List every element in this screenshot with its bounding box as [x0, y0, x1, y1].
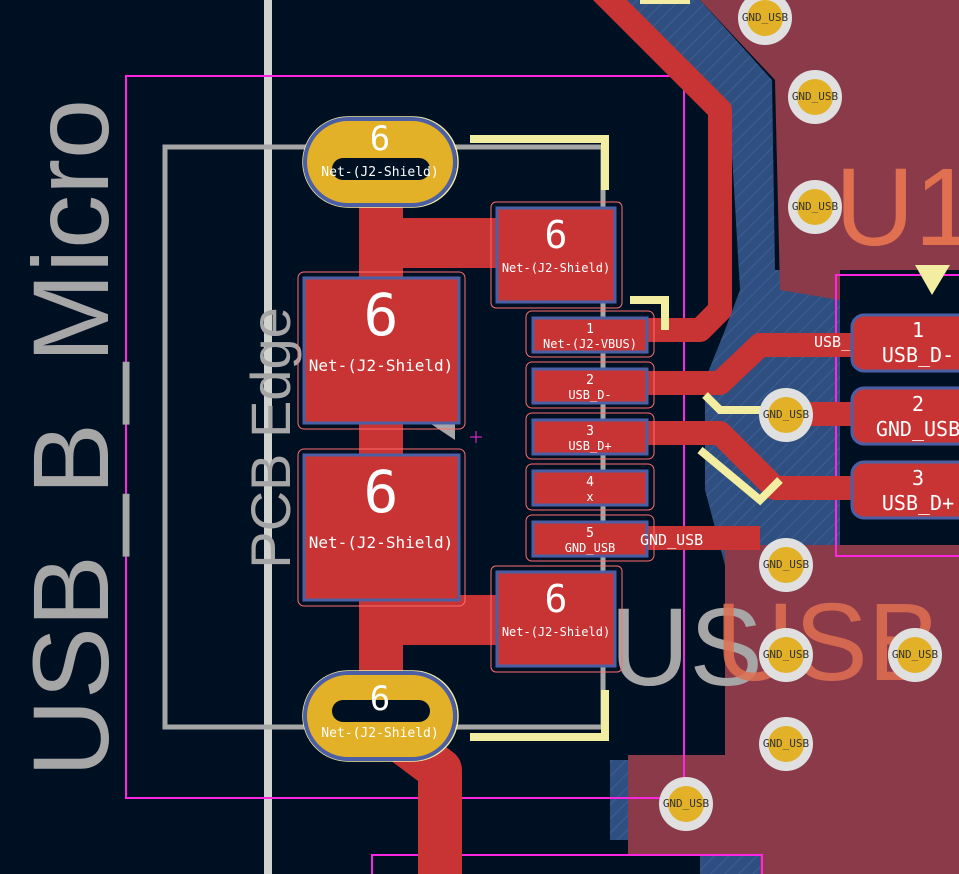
shield-small-upper-number: 6: [545, 213, 568, 257]
u1-pad-3-net: USB_D+: [882, 491, 954, 515]
u1-pad-2-number: 2: [912, 392, 924, 416]
via-8-net: GND_USB: [763, 737, 810, 750]
pad-1-number: 1: [586, 322, 594, 337]
u1-pad-1-net: USB_D-: [882, 343, 954, 367]
via-2-net: GND_USB: [792, 90, 839, 103]
signal-pad-5[interactable]: 5 GND_USB: [525, 514, 655, 562]
via-4[interactable]: GND_USB: [759, 388, 813, 442]
footprint-value-text: USB_B_Micro: [10, 99, 131, 777]
pcb-edge-text: PCB Edge: [239, 307, 302, 569]
shield-small-upper-net: Net-(J2-Shield): [502, 261, 610, 275]
lower-courtyard: [371, 854, 763, 874]
shield-pad-upper[interactable]: 6 Net-(J2-Shield): [297, 271, 466, 430]
via-2[interactable]: GND_USB: [788, 70, 842, 124]
via-9[interactable]: GND_USB: [659, 777, 713, 831]
via-7[interactable]: GND_USB: [888, 628, 942, 682]
front-copper-zone: [628, 0, 959, 874]
pad-1-net: Net-(J2-VBUS): [543, 337, 637, 351]
shield-bottom-net: Net-(J2-Shield): [321, 726, 438, 741]
shield-pad-upper-net: Net-(J2-Shield): [309, 356, 454, 375]
u1-pad-2-net: GND_USB: [876, 417, 959, 441]
via-3[interactable]: GND_USB: [788, 180, 842, 234]
shield-small-lower-net: Net-(J2-Shield): [502, 625, 610, 639]
shield-pad-small-lower[interactable]: 6 Net-(J2-Shield): [490, 565, 623, 673]
signal-pad-4[interactable]: 4 x: [525, 463, 655, 511]
via-7-net: GND_USB: [892, 648, 939, 661]
us-fab-text: US: [610, 586, 763, 709]
signal-pad-2[interactable]: 2 USB_D-: [525, 361, 655, 409]
pad-4-number: 4: [586, 475, 594, 490]
via-4-net: GND_USB: [763, 408, 810, 421]
shield-pad-lower-net: Net-(J2-Shield): [309, 533, 454, 552]
pad-5-number: 5: [586, 526, 594, 541]
signal-pad-1[interactable]: 1 Net-(J2-VBUS): [525, 310, 655, 358]
u1-reference-text: U1: [835, 146, 959, 269]
track-label-usb: USB_: [814, 333, 851, 351]
via-5-net: GND_USB: [763, 558, 810, 571]
u1-pad-1-number: 1: [912, 318, 924, 342]
signal-pad-3[interactable]: 3 USB_D+: [525, 412, 655, 460]
via-1-net: GND_USB: [742, 11, 789, 24]
via-9-net: GND_USB: [663, 797, 710, 810]
via-8[interactable]: GND_USB: [759, 717, 813, 771]
u1-pad-3[interactable]: 3 USB_D+: [850, 460, 959, 520]
via-5[interactable]: GND_USB: [759, 538, 813, 592]
track-label-gnd: GND_USB: [640, 531, 703, 549]
shield-pad-lower-number: 6: [364, 458, 399, 526]
pin1-marker: [915, 265, 950, 295]
shield-top-net: Net-(J2-Shield): [321, 165, 438, 180]
pad-2-number: 2: [586, 373, 594, 388]
via-1[interactable]: GND_USB: [738, 0, 792, 45]
shield-slot-top[interactable]: 6 Net-(J2-Shield): [302, 116, 459, 208]
shield-top-number: 6: [370, 119, 390, 159]
shield-bottom-number: 6: [370, 679, 390, 719]
pad-3-number: 3: [586, 424, 594, 439]
pad-5-net: GND_USB: [565, 541, 616, 555]
pad-4-net: x: [586, 490, 593, 504]
via-3-net: GND_USB: [792, 200, 839, 213]
u1-pad-2[interactable]: 2 GND_USB: [850, 386, 959, 446]
pad-2-net: USB_D-: [568, 388, 611, 402]
via-6[interactable]: GND_USB: [759, 628, 813, 682]
shield-pad-upper-number: 6: [364, 281, 399, 349]
u1-pad-3-number: 3: [912, 466, 924, 490]
footprint-anchor-marker: [470, 431, 482, 443]
pad-3-net: USB_D+: [568, 439, 611, 453]
shield-slot-bottom[interactable]: 6 Net-(J2-Shield): [302, 670, 459, 762]
shield-small-lower-number: 6: [545, 577, 568, 621]
via-6-net: GND_USB: [763, 648, 810, 661]
u1-pad-1[interactable]: 1 USB_D-: [850, 313, 959, 373]
shield-pad-lower[interactable]: 6 Net-(J2-Shield): [297, 448, 466, 607]
fab-pin-marker: [425, 420, 455, 440]
shield-pad-small-upper[interactable]: 6 Net-(J2-Shield): [490, 201, 623, 309]
